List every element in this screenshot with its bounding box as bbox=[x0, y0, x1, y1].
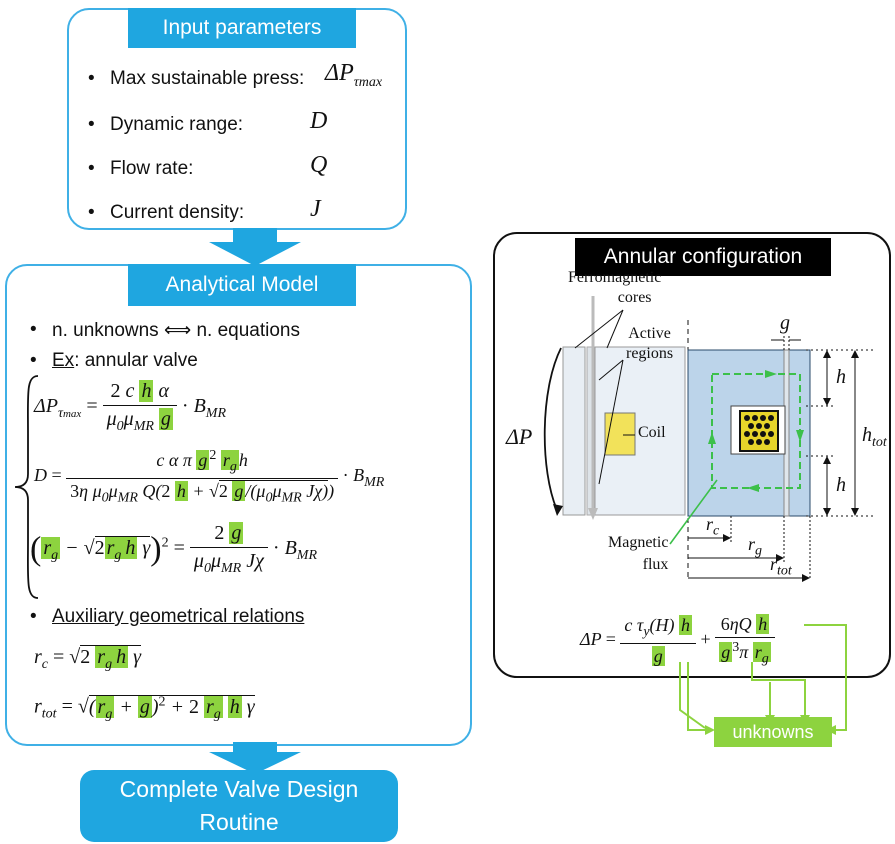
input-parameters-header: Input parameters bbox=[128, 8, 356, 48]
label-h-bottom: h bbox=[836, 474, 846, 496]
label-active-regions: Active regions bbox=[626, 324, 673, 364]
label-ferromagnetic-cores: Ferromagnetic cores bbox=[568, 268, 661, 308]
flow-arrow-2 bbox=[209, 742, 301, 774]
param-symbol-dynamic-range: D bbox=[310, 108, 328, 134]
valve-diagram bbox=[543, 296, 875, 582]
label-delta-p: ΔP bbox=[506, 424, 533, 449]
annular-configuration-header: Annular configuration bbox=[575, 238, 831, 276]
label-htot: htot bbox=[862, 424, 887, 451]
param-label-flow-rate: Flow rate: bbox=[88, 158, 194, 180]
label-cores: cores bbox=[617, 289, 652, 306]
label-flux: flux bbox=[642, 556, 669, 573]
label-h-top: h bbox=[836, 366, 846, 388]
bullet-example: Ex: annular valve bbox=[30, 350, 198, 372]
param-label-pressure: Max sustainable press: bbox=[88, 68, 304, 90]
param-symbol-flow-rate: Q bbox=[310, 152, 328, 178]
analytical-model-box bbox=[5, 264, 472, 746]
annular-configuration-box bbox=[493, 232, 891, 678]
unknowns-box: unknowns bbox=[714, 717, 832, 747]
label-active: Active bbox=[628, 325, 671, 342]
param-symbol-pressure: ΔPτmax bbox=[325, 60, 383, 90]
label-rtot: rtot bbox=[770, 554, 792, 579]
equation-rtot: rtot = √(rg + g)2 + 2 rg h γ bbox=[34, 694, 255, 722]
bullet-unknowns-equations: n. unknowns ⟺ n. equations bbox=[30, 319, 300, 342]
label-coil: Coil bbox=[638, 424, 666, 441]
label-magnetic-flux: Magnetic flux bbox=[608, 532, 668, 576]
param-label-dynamic-range: Dynamic range: bbox=[88, 114, 243, 136]
output-line-1: Complete Valve Design bbox=[119, 776, 359, 802]
label-regions: regions bbox=[626, 345, 674, 362]
label-magnetic: Magnetic bbox=[608, 534, 669, 551]
complete-valve-design-box: Complete Valve Design Routine bbox=[80, 770, 398, 842]
param-label-current-density: Current density: bbox=[88, 202, 244, 224]
label-rc: rc bbox=[706, 514, 720, 539]
label-ferromagnetic: Ferromagnetic bbox=[568, 269, 662, 286]
label-g: g bbox=[780, 312, 790, 334]
flow-arrow-1 bbox=[209, 228, 301, 266]
param-symbol-current-density: J bbox=[310, 196, 321, 222]
equation-brace bbox=[14, 375, 39, 599]
label-rg: rg bbox=[748, 534, 763, 559]
analytical-model-header: Analytical Model bbox=[128, 264, 356, 306]
bullet-auxiliary-relations: Auxiliary geometrical relations bbox=[30, 606, 304, 628]
output-line-2: Routine bbox=[199, 809, 279, 835]
